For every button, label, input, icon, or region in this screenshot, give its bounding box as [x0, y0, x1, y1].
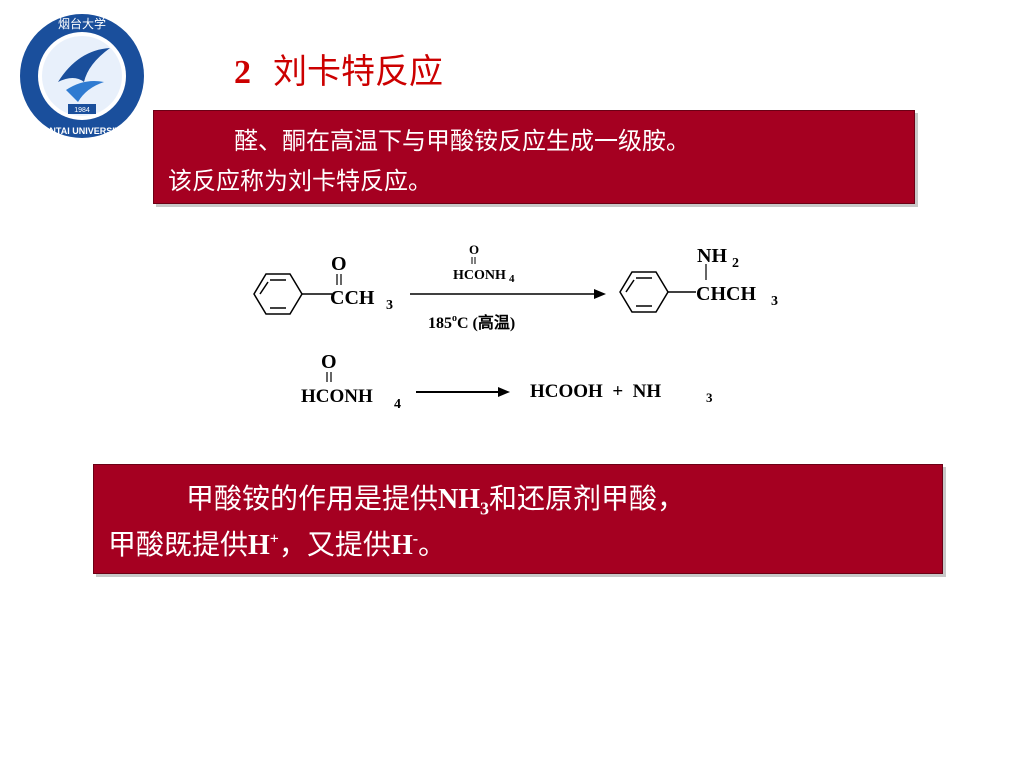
- reagent-subscript: 4: [509, 273, 515, 285]
- product-amine-subscript: 2: [732, 256, 739, 271]
- benzene-ring-product: [619, 271, 669, 313]
- title-text: 刘卡特反应: [273, 52, 443, 92]
- reactant-group: CCH: [330, 287, 375, 309]
- reaction2-products: HCOOH + NH: [530, 381, 661, 402]
- title-number: 2: [234, 54, 251, 91]
- note-line-1: 甲酸铵的作用是提供NH3和还原剂甲酸，: [186, 482, 686, 519]
- reaction2-reactant-subscript: 4: [394, 397, 401, 412]
- slide-title: 2 刘卡特反应: [234, 44, 443, 93]
- benzene-ring-reactant: [253, 273, 303, 315]
- reaction2-reactant: HCONH: [301, 386, 373, 407]
- svg-text:1984: 1984: [74, 107, 90, 114]
- reagent-o: O: [469, 242, 479, 257]
- svg-text:YANTAI UNIVERSITY: YANTAI UNIVERSITY: [38, 126, 127, 136]
- product-amine: NH: [697, 245, 727, 267]
- definition-line-2: 该反应称为刘卡特反应。: [168, 167, 432, 195]
- reaction2-products-subscript: 3: [706, 390, 713, 405]
- swoosh-icon: [58, 48, 110, 82]
- reaction2-o: O: [321, 351, 337, 373]
- reactant-carbonyl-o: O: [331, 253, 347, 275]
- reagent-formula: HCONH: [453, 268, 506, 283]
- definition-line-1: 醛、酮在高温下与甲酸铵反应生成一级胺。: [234, 127, 690, 155]
- svg-text:烟台大学: 烟台大学: [58, 16, 106, 31]
- product-group: CHCH: [696, 283, 756, 305]
- product-subscript: 3: [771, 294, 778, 309]
- reactant-subscript: 3: [386, 298, 393, 313]
- note-box: 甲酸铵的作用是提供NH3和还原剂甲酸， 甲酸既提供H+，又提供H-。: [93, 464, 943, 574]
- note-line-2: 甲酸既提供H+，又提供H-。: [108, 528, 447, 561]
- university-logo: 1984 烟台大学 YANTAI UNIVERSITY: [20, 14, 144, 138]
- reaction-condition: 185oC (高温): [428, 313, 515, 332]
- definition-box: 醛、酮在高温下与甲酸铵反应生成一级胺。 该反应称为刘卡特反应。: [153, 110, 915, 204]
